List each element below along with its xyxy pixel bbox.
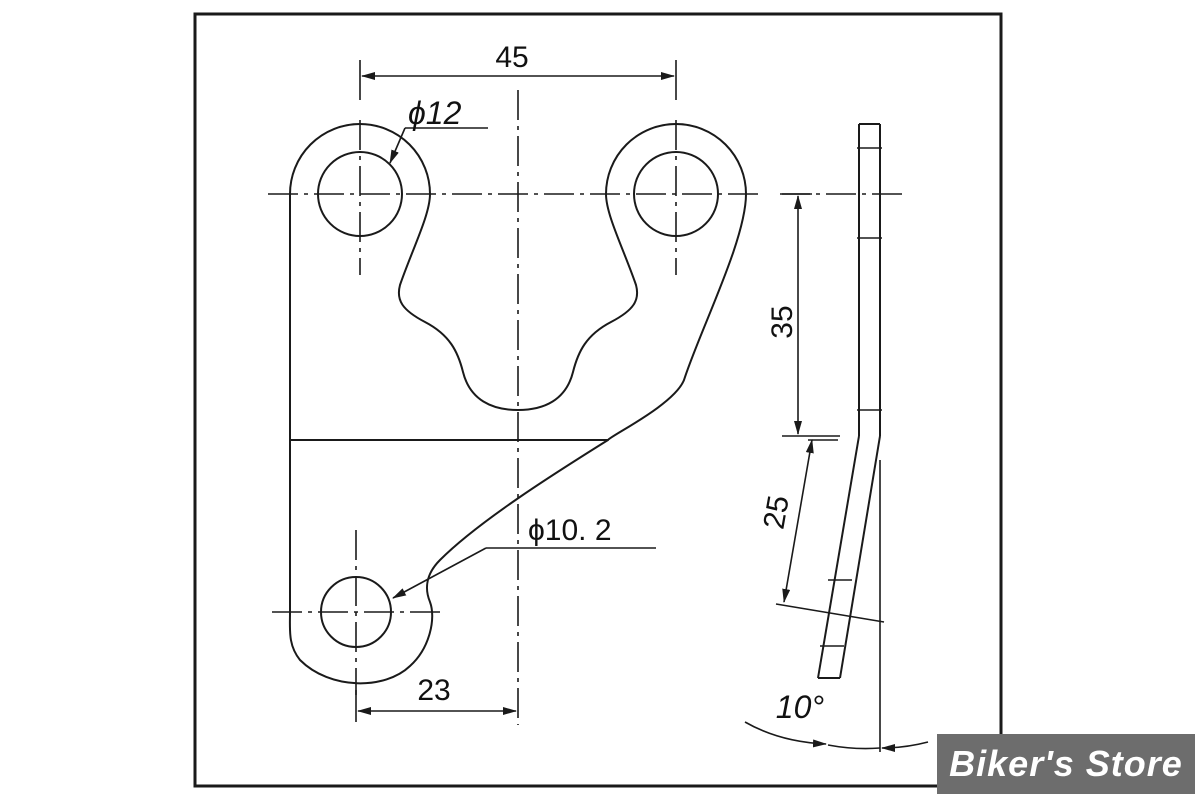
dimension-25-label: 25 [757,493,795,532]
dimension-25: 25 [757,439,885,623]
dimension-35-label: 35 [766,305,799,338]
leader-phi10-2: ϕ10. 2 [392,514,656,599]
store-watermark: Biker's Store [937,734,1195,794]
center-lines [268,90,760,725]
dimension-23-label: 23 [417,674,450,707]
side-view [780,123,905,752]
dimension-23: 23 [355,674,517,722]
dimension-angle: 10° [744,689,929,752]
drawing-frame [193,12,1003,788]
leader-phi12: ϕ12 [389,95,488,164]
bottom-hole-diameter-label: ϕ10. 2 [528,514,612,547]
dimension-45: 45 [359,41,677,100]
top-hole-diameter-label: ϕ12 [408,95,462,131]
angle-label: 10° [776,689,825,725]
dimension-35: 35 [766,193,840,437]
dimension-45-label: 45 [495,41,528,74]
